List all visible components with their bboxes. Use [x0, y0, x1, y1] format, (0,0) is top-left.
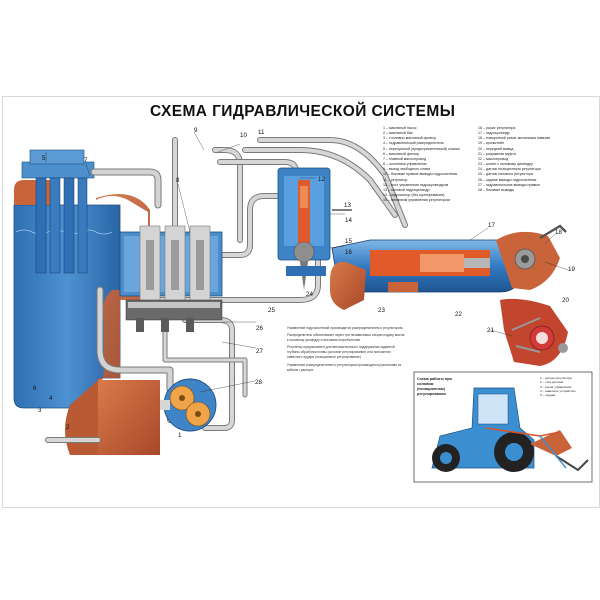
- part-number: 23: [378, 307, 385, 314]
- legend-item: 4 – гидравлический распределитель: [383, 141, 444, 146]
- part-number: 21: [487, 327, 494, 334]
- description-paragraph: Управление распределителем и регулятором…: [287, 362, 402, 372]
- inset-legend-item: 2 – тяга датчика: [540, 380, 564, 385]
- legend-item: 13 – силовой гидроцилиндр: [383, 187, 430, 192]
- part-number: 13: [344, 202, 351, 209]
- inset-legend-item: 4 – навесное устройство: [540, 388, 576, 393]
- poster-title: СХЕМА ГИДРАВЛИЧЕСКОЙ СИСТЕМЫ: [150, 103, 456, 120]
- part-number: 20: [562, 297, 569, 304]
- part-number: 24: [306, 291, 313, 298]
- lift-linkage: [496, 224, 568, 366]
- legend-item: 19 – кронштейн: [478, 141, 505, 146]
- part-number: 6: [33, 385, 37, 392]
- part-number: 5: [42, 155, 46, 162]
- power-cylinder: [330, 239, 521, 310]
- inset-legend: 1 – датчик регулятора 2 – тяга датчика 3…: [540, 376, 592, 397]
- part-number: 16: [345, 249, 352, 256]
- legend-item: 17 – гидроцилиндр: [478, 131, 510, 136]
- part-number: 10: [240, 132, 247, 139]
- part-number: 7: [84, 157, 88, 164]
- part-number: 18: [555, 229, 562, 236]
- part-number: 9: [194, 127, 198, 134]
- part-number: 25: [268, 307, 275, 314]
- description-paragraph: Управление гидросистемой производится ра…: [287, 326, 404, 330]
- part-number: 11: [258, 129, 265, 136]
- description-paragraph: Распределитель обеспечивает через три не…: [287, 333, 405, 343]
- part-number: 28: [255, 379, 262, 386]
- legend-item: 18 – поворотный рычаг механизма навески: [478, 136, 551, 141]
- legend-item: 2 – масляный бак: [383, 131, 413, 136]
- part-number: 4: [49, 395, 53, 402]
- legend-item: 21 – разрывная муфта: [478, 151, 516, 156]
- part-number-labels: 1 2 3 4 5 6 7 8 9 10 11 12 13 14 15 16 1…: [33, 127, 575, 439]
- part-number: 26: [256, 325, 263, 332]
- part-number: 27: [256, 348, 263, 355]
- part-number: 14: [345, 217, 352, 224]
- legend-item: 16 – рычаг регулятора: [478, 126, 516, 130]
- legend-item: 7 – главный маслопровод: [383, 156, 427, 161]
- legend-item: 8 – золотники управления: [383, 162, 427, 167]
- legend-item: 25 – датчик силового регулятора: [478, 172, 533, 177]
- legend-item: 26 – задние выводы гидросистемы: [478, 177, 537, 182]
- part-number: 2: [66, 424, 70, 431]
- legend-right-column: 16 – рычаг регулятора 17 – гидроцилиндр …: [478, 126, 578, 193]
- legend-item: 24 – датчик позиционного регулятора: [478, 167, 541, 172]
- description-text: Управление гидросистемой производится ра…: [287, 326, 405, 375]
- legend-item: 6 – масляный фильтр: [383, 151, 420, 156]
- legend-item: 23 – шланг к силовому цилиндру: [478, 162, 533, 167]
- legend-item: 5 – перепускной (предохранительный) клап…: [383, 146, 460, 151]
- inset-title: Схема работы при силовом (позиционном) р…: [417, 377, 452, 396]
- legend-item: 28 – боковые выводы: [478, 187, 515, 192]
- description-paragraph: Регулятор предназначен для автоматическо…: [287, 345, 395, 360]
- legend-item: 22 – маслопровод: [478, 156, 509, 161]
- legend-item: 11 – регулятор: [383, 177, 408, 182]
- inset-legend-item: 5 – орудие: [540, 393, 556, 398]
- legend-item: 14 – гидромотор (без шунтирования): [383, 193, 445, 198]
- legend-item: 27 – гидравлические выводы правые: [478, 182, 540, 187]
- inset-legend-item: 1 – датчик регулятора: [540, 376, 572, 380]
- legend-item: 20 – передний вывод: [478, 146, 514, 151]
- legend-item: 1 – масляный насос: [383, 126, 417, 130]
- regulator-unit: [277, 167, 352, 290]
- legend-item: 10 – боковые правые выводы гидросистемы: [383, 172, 458, 177]
- part-number: 17: [488, 222, 495, 229]
- hydraulic-distributor: [119, 225, 223, 332]
- oil-pump: [160, 378, 217, 432]
- part-number: 3: [38, 407, 42, 414]
- part-number: 1: [178, 432, 182, 439]
- part-number: 12: [318, 176, 325, 183]
- legend-left-column: 1 – масляный насос 2 – масляный бак 3 – …: [383, 126, 473, 203]
- part-number: 22: [455, 311, 462, 318]
- legend-item: 15 – механизм управления регулятором: [383, 198, 450, 203]
- leader-lines: [45, 131, 569, 393]
- legend-item: 12 – пост управления гидроцилиндром: [383, 182, 449, 187]
- part-number: 19: [568, 266, 575, 273]
- inset-legend-item: 3 – рычаг управления: [540, 384, 572, 389]
- tractor-inset: [413, 371, 593, 483]
- legend-item: 9 – выход свободного слива: [383, 167, 430, 172]
- part-number: 15: [345, 238, 352, 245]
- legend-item: 3 – топливно-масляный фильтр: [383, 136, 436, 141]
- part-number: 8: [176, 177, 180, 184]
